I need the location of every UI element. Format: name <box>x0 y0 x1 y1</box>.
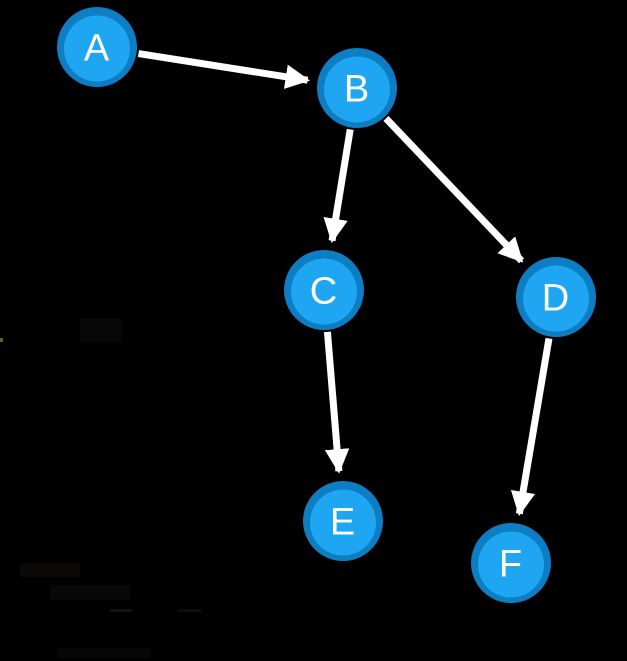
node-body <box>478 531 544 598</box>
node-label-d: D <box>542 278 570 320</box>
graph-node-f[interactable]: F <box>471 523 551 603</box>
node-body <box>523 265 589 332</box>
edge-b-to-d <box>383 116 525 264</box>
graph-node-e[interactable]: E <box>303 481 383 561</box>
graph-node-c[interactable]: C <box>284 250 364 330</box>
node-body <box>310 489 376 556</box>
edge-a-to-b <box>137 50 311 89</box>
node-body <box>64 15 130 82</box>
node-label-c: C <box>310 271 338 313</box>
graph-node-d[interactable]: D <box>516 257 596 337</box>
graph-node-b[interactable]: B <box>317 48 397 128</box>
node-label-a: A <box>84 28 110 70</box>
nodes-layer: A B C D E F <box>57 7 596 603</box>
node-label-e: E <box>330 502 356 544</box>
node-body <box>324 56 390 123</box>
edge-b-to-c <box>323 128 354 244</box>
edge-c-to-e <box>323 331 350 474</box>
graph-node-a[interactable]: A <box>57 7 137 87</box>
edge-d-to-f <box>510 337 553 517</box>
node-body <box>291 258 357 325</box>
node-label-b: B <box>344 69 370 111</box>
node-label-f: F <box>499 544 523 586</box>
edges-layer <box>137 50 553 517</box>
